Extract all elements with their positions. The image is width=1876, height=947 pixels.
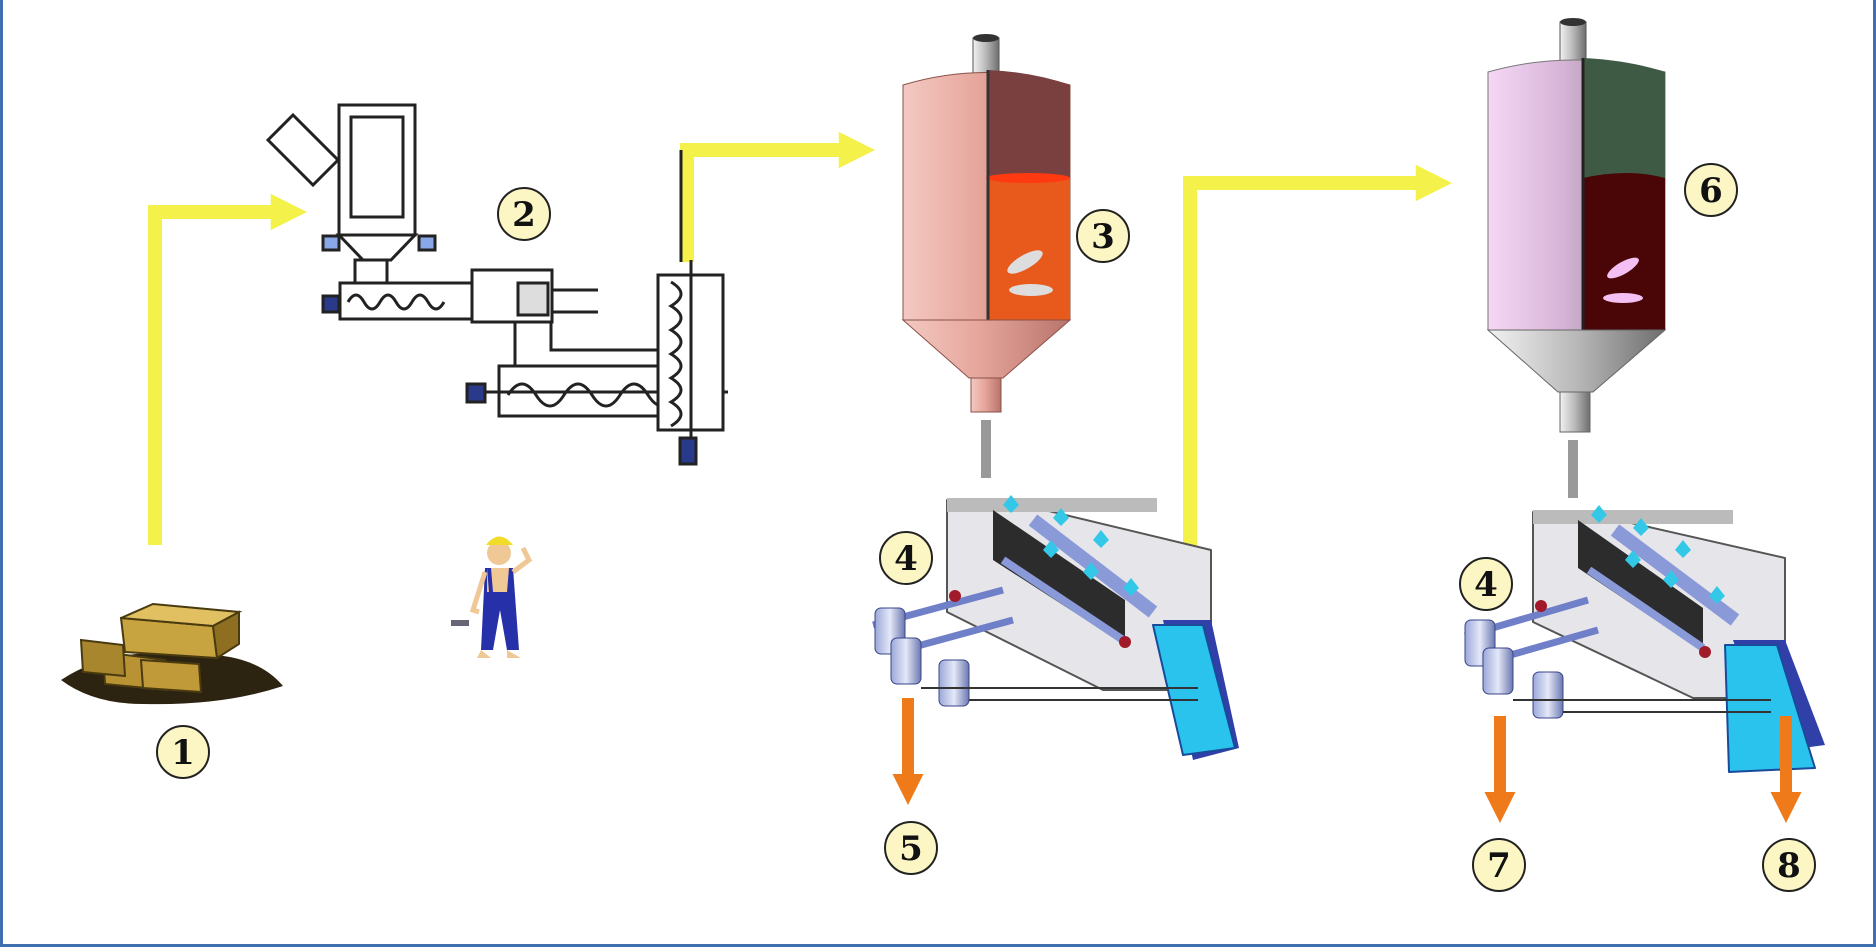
label-2: 2: [512, 195, 536, 235]
belt-filter-press-icon: [872, 495, 1239, 760]
flow-arrow-1-to-2: [148, 193, 308, 545]
label-badge-4a: 4: [879, 531, 933, 585]
output-arrows: [892, 698, 1802, 823]
flow-arrows: [148, 131, 1453, 686]
label-1: 1: [171, 733, 195, 773]
worker-icon: [451, 536, 533, 658]
label-badge-5: 5: [884, 821, 938, 875]
label-3: 3: [1091, 217, 1115, 257]
belt-filter-press-icon: [1464, 505, 1825, 773]
flow-arrow-4-to-6: [1183, 164, 1453, 686]
label-7: 7: [1487, 846, 1511, 886]
process-diagram: 1 2 3 4 5 6 4 7 8: [61, 18, 1825, 892]
bales-icon: [61, 602, 283, 705]
label-5: 5: [899, 829, 923, 869]
label-badge-3: 3: [1076, 209, 1130, 263]
stirred-tank-icon: [901, 34, 1072, 478]
label-8: 8: [1777, 846, 1801, 886]
label-4b: 4: [1474, 565, 1498, 605]
label-badge-4b: 4: [1459, 557, 1513, 611]
label-6: 6: [1699, 171, 1723, 211]
label-badge-6: 6: [1684, 163, 1738, 217]
label-4a: 4: [894, 539, 918, 579]
label-badge-7: 7: [1472, 838, 1526, 892]
screw-conveyor-icon: [265, 103, 728, 466]
flow-arrow-2-to-3: [680, 131, 876, 262]
label-badge-8: 8: [1762, 838, 1816, 892]
stirred-tank-icon: [1486, 18, 1667, 498]
label-badge-2: 2: [497, 187, 551, 241]
label-badge-1: 1: [156, 725, 210, 779]
